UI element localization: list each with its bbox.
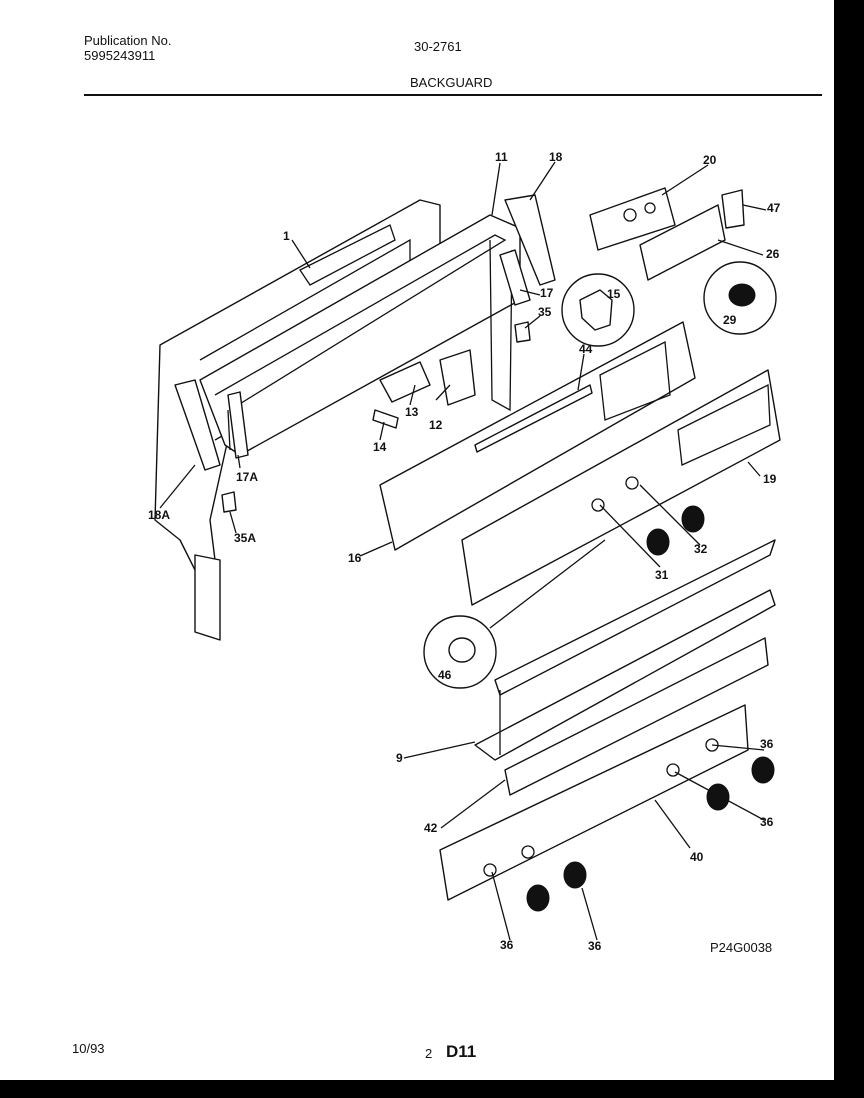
control-panel-16 [379,321,696,551]
clock-20 [589,187,676,251]
knob-32 [681,505,705,533]
rail-44 [474,384,593,453]
knob-31 [646,528,670,556]
knob-36-d [526,884,550,912]
callout-36-b: 36 [760,815,774,829]
header-rule [84,94,822,96]
callout-31: 31 [655,568,669,582]
callout-9: 9 [396,751,403,765]
trim-9 [474,589,776,761]
exploded-parts-diagram: 1 11 18 20 47 26 15 17 35 29 44 13 12 14… [148,150,781,953]
callout-18a: 18A [148,508,170,522]
footer-date: 10/93 [72,1041,105,1056]
knob-36-b [706,783,730,811]
switch-12 [439,349,476,406]
end-cap-18a [174,379,221,471]
inset-46 [423,615,497,689]
clip-35a [221,491,237,513]
callout-19: 19 [763,472,777,486]
callout-20: 20 [703,153,717,167]
callout-47: 47 [767,201,781,215]
callout-13: 13 [405,405,419,419]
inset-29 [703,261,777,335]
callout-11: 11 [495,150,508,164]
model-number: 30-2761 [414,39,462,54]
callout-16: 16 [348,551,362,565]
publication-label: Publication No. [84,33,172,48]
callout-40: 40 [690,850,704,864]
callout-36-c: 36 [500,938,514,952]
callout-14: 14 [373,440,387,454]
callout-36-d: 36 [588,939,602,953]
callout-35a: 35A [234,531,256,545]
terminal-14 [372,409,399,429]
overlay-26 [639,204,726,281]
callout-1: 1 [283,229,290,243]
end-cap-18 [504,194,556,286]
publication-number: 5995243911 [84,48,156,63]
knob-36-a [751,756,775,784]
callout-46: 46 [438,668,452,682]
callout-29: 29 [723,313,737,327]
callout-26: 26 [766,247,780,261]
callout-15: 15 [607,287,621,301]
side-column-lower [194,554,221,641]
knob-36-c [563,861,587,889]
inset-15 [561,273,635,347]
callout-18: 18 [549,150,563,164]
bracket-17a [227,391,249,459]
footer-page-number: 2 [425,1046,433,1061]
trim-9-top [494,539,776,696]
panel-overlay-19 [461,369,781,606]
part-47 [721,189,745,229]
callout-42: 42 [424,821,438,835]
section-title: BACKGUARD [410,75,493,90]
parts-sheet: Publication No. 5995243911 30-2761 BACKG… [0,0,834,1080]
callout-17a: 17A [236,470,258,484]
switch-13 [379,361,431,403]
leader-lines [159,161,767,941]
lower-panel-40 [439,704,749,901]
diagram-code: P24G0038 [710,940,773,955]
callout-12: 12 [429,418,443,432]
callout-32: 32 [694,542,708,556]
bracket-42 [504,637,769,796]
callout-labels: 1 11 18 20 47 26 15 17 35 29 44 13 12 14… [148,150,781,953]
footer-code: D11 [446,1042,477,1061]
callout-17: 17 [540,286,554,300]
callout-35: 35 [538,305,552,319]
callout-36-a: 36 [760,737,774,751]
callout-44: 44 [579,342,593,356]
